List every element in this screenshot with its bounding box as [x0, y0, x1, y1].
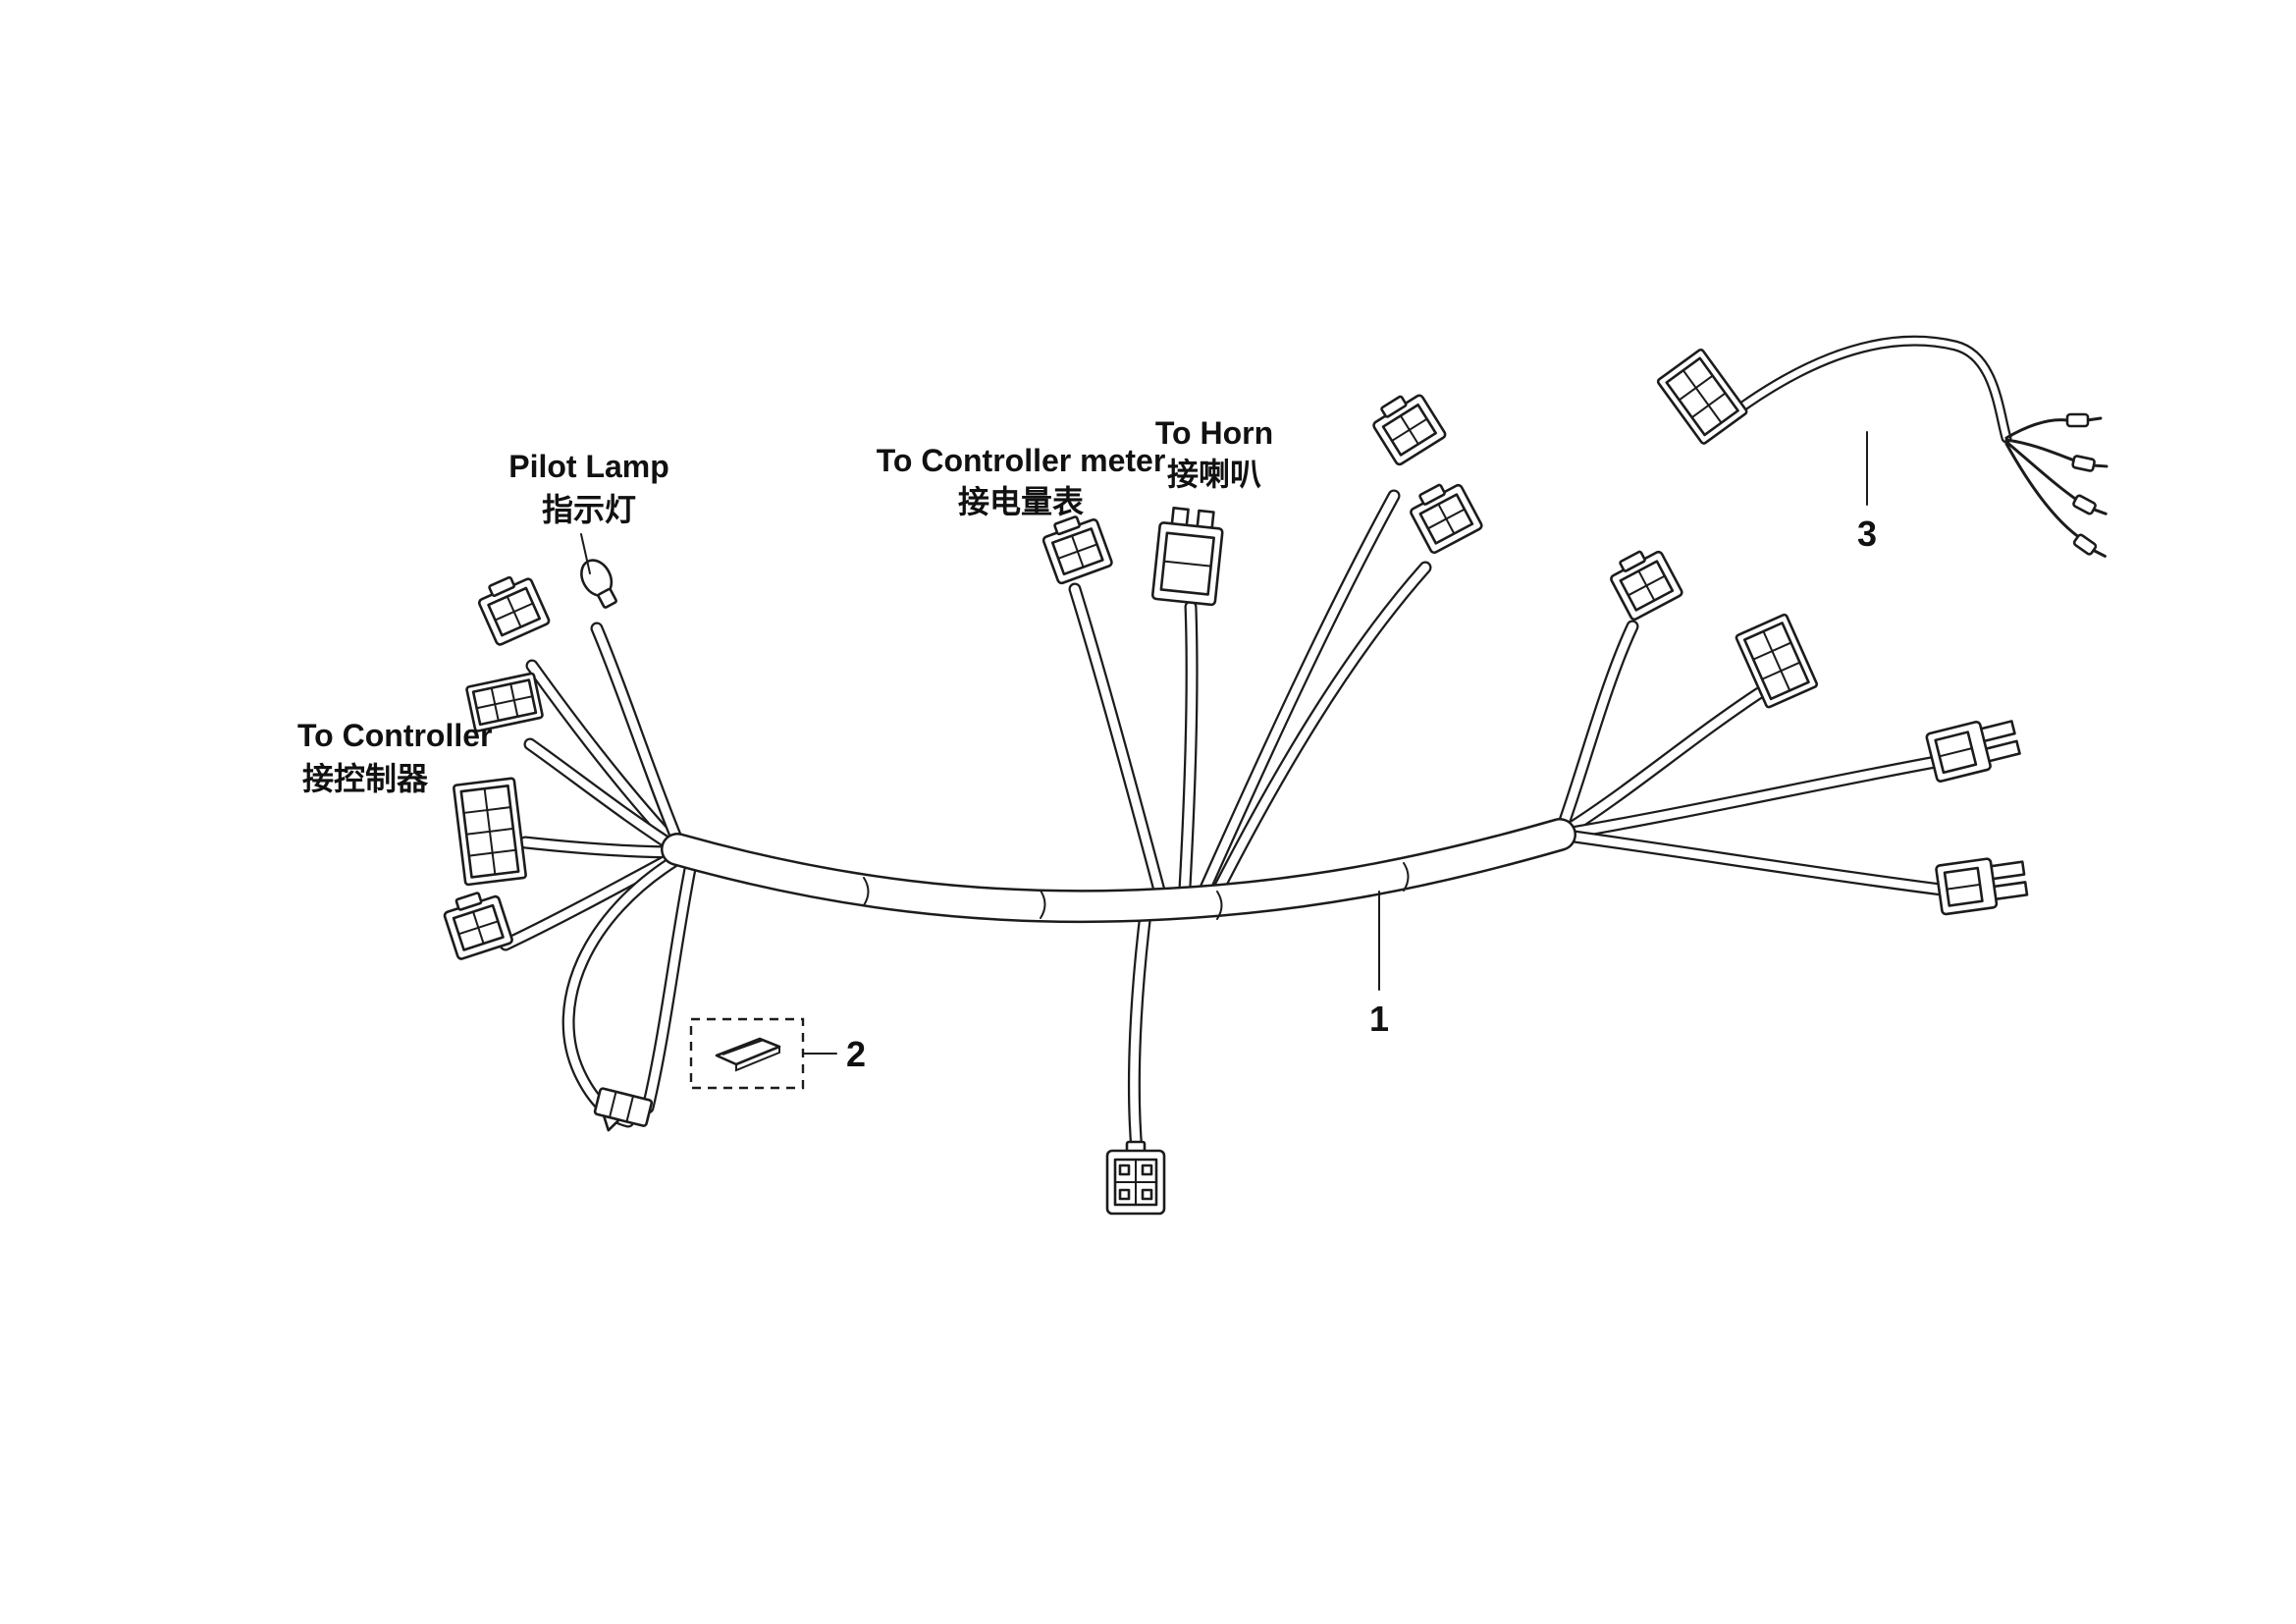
- label-horn-zh: 接喇叭: [1167, 457, 1261, 492]
- connector-mid-lower-4pin: [1404, 474, 1484, 556]
- connector-right-blade-lower: [1934, 852, 2030, 916]
- connector-right-4pin: [1604, 541, 1684, 623]
- cable-wrap-ticks: [863, 862, 1410, 920]
- fuse-part2: [689, 1017, 805, 1090]
- connector-clip-terminal: [590, 1086, 654, 1141]
- fuse-link-part: [715, 1037, 781, 1072]
- callouts: 1 2 3: [802, 431, 1877, 1074]
- connector-controller-4pin: [473, 568, 552, 647]
- crimp-terminal-2: [2070, 454, 2109, 476]
- callout-2: 2: [846, 1034, 866, 1074]
- label-to-controller-en: To Controller: [297, 718, 493, 753]
- label-to-controller-zh: 接控制器: [302, 761, 429, 796]
- connector-controller-10pin: [452, 777, 528, 887]
- crimp-terminal-1: [2065, 412, 2103, 428]
- connector-controller-meter: [1038, 509, 1114, 586]
- callout-3: 3: [1857, 514, 1877, 554]
- crimp-terminal-4: [2071, 532, 2109, 565]
- connector-mid-upper-4pin: [1365, 385, 1448, 467]
- callout-1: 1: [1369, 999, 1389, 1039]
- label-pilot-lamp-leader: [580, 533, 591, 574]
- crimp-terminal-3: [2070, 493, 2109, 522]
- connector-aux-6pin: [1655, 347, 1749, 447]
- label-pilot-lamp-en: Pilot Lamp: [508, 449, 669, 484]
- label-controller-meter-en: To Controller meter: [877, 443, 1166, 478]
- harness-connectors: [439, 385, 2030, 1216]
- label-controller-meter-zh: 接电量表: [958, 484, 1084, 519]
- main-harness-trunk: [677, 835, 1560, 919]
- label-pilot-lamp-zh: 指示灯: [542, 492, 636, 527]
- connector-bottom-4pin: [1105, 1140, 1166, 1216]
- connector-right-blade-upper: [1924, 712, 2023, 784]
- label-horn-en: To Horn: [1155, 415, 1273, 451]
- labels: Pilot Lamp 指示灯 To Controller 接控制器 To Con…: [297, 415, 1273, 796]
- aux-harness-part3: [1655, 341, 2109, 565]
- pilot-lamp-socket: [574, 553, 624, 613]
- connector-horn: [1150, 505, 1226, 607]
